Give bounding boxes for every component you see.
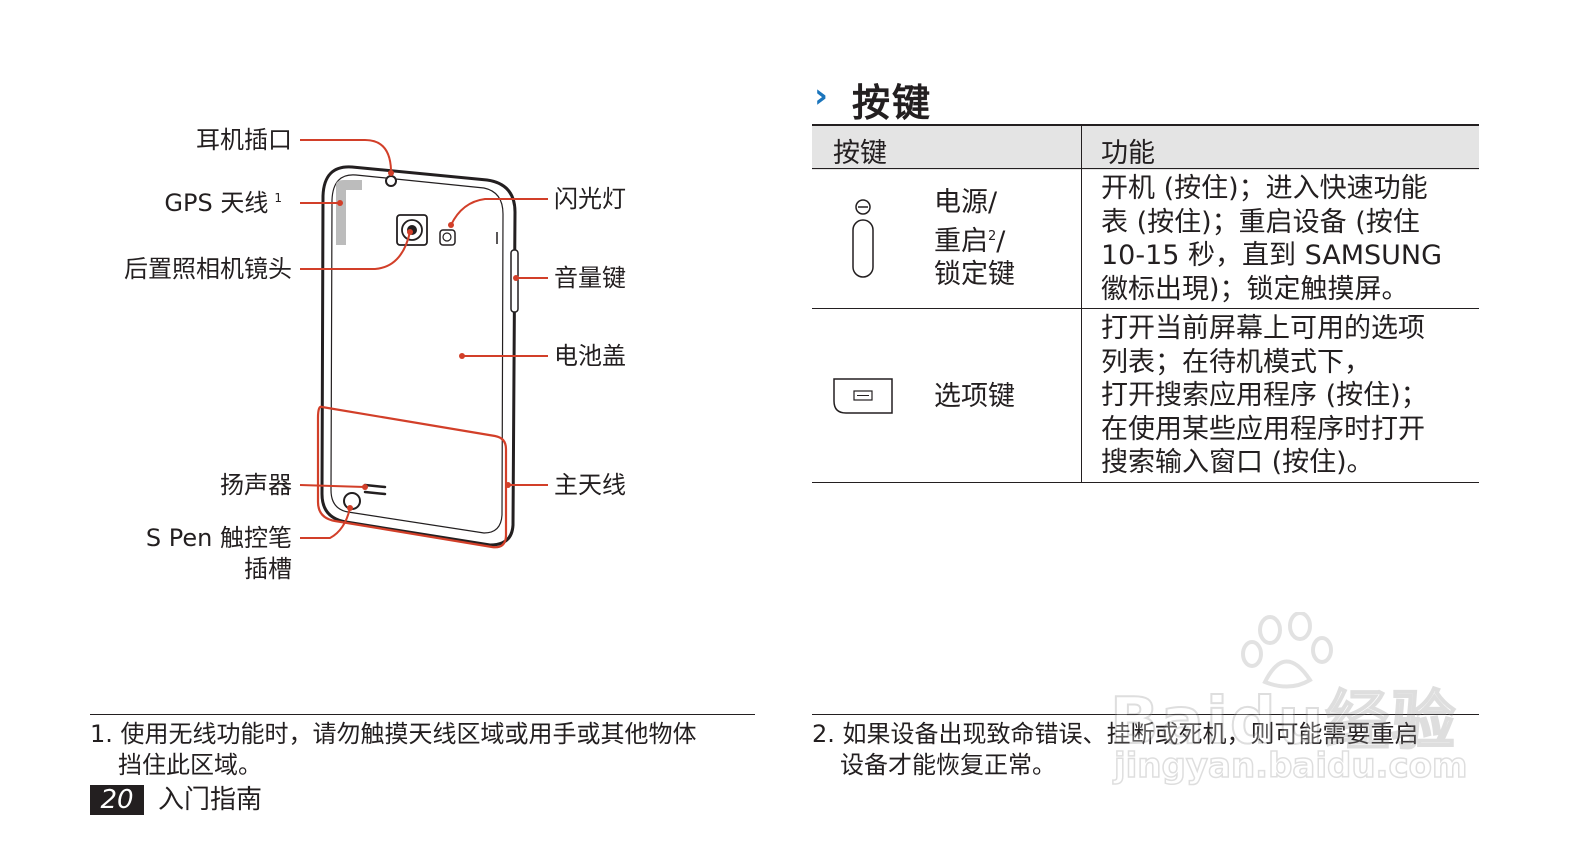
table-bottom-border <box>812 482 1479 483</box>
page-number: 20 <box>90 785 144 815</box>
table-header: 按键 功能 <box>812 124 1479 170</box>
label-spen-slot-line2: 插槽 <box>244 555 292 583</box>
label-rear-camera: 后置照相机镜头 <box>124 255 292 283</box>
volume-key-shape <box>510 249 519 313</box>
phone-rear-diagram <box>299 139 548 549</box>
label-flash: 闪光灯 <box>554 185 626 213</box>
watermark-brand: Baidu经验 <box>1109 684 1458 760</box>
label-speaker: 扬声器 <box>220 471 292 499</box>
gps-antenna-area <box>336 180 362 245</box>
column-divider <box>1081 124 1082 482</box>
label-main-antenna: 主天线 <box>554 471 626 499</box>
footnote-2: 2. 如果设备出现致命错误、挂断或死机，则可能需要重启 设备才能恢复正常。 <box>812 720 1419 779</box>
label-battery-cover: 电池盖 <box>554 342 626 370</box>
speaker-grille <box>363 483 387 496</box>
header-key: 按键 <box>833 138 887 169</box>
key-function: 打开当前屏幕上可用的选项 列表；在待机模式下， 打开搜索应用程序 (按住)； 在… <box>1101 313 1428 478</box>
key-name: 选项键 <box>934 381 1015 412</box>
header-divider <box>812 168 1479 169</box>
chapter-label: 入门指南 <box>158 785 263 815</box>
paw-logo-icon <box>1241 612 1333 689</box>
keys-table: 按键 功能 电源/ 重启2/ 锁定键 开机 (按住)；进入快速功能 表 (按住)… <box>812 124 1479 484</box>
main-antenna-region <box>316 405 508 549</box>
footnote-1: 1. 使用无线功能时，请勿触摸天线区域或用手或其他物体 挡住此区域。 <box>90 720 697 779</box>
section-title: 按键 <box>852 81 933 125</box>
baidu-watermark: Baidu经验 jingyan.baidu.com <box>1109 612 1480 792</box>
watermark-url: jingyan.baidu.com <box>1113 745 1468 787</box>
row-divider <box>812 308 1479 309</box>
key-name: 电源/ 重启2/ 锁定键 <box>934 187 1015 290</box>
phone-body-inner <box>330 174 504 534</box>
footnote-rule-left <box>90 714 755 715</box>
label-spen-slot: S Pen 触控笔 <box>145 524 292 552</box>
header-function: 功能 <box>1101 138 1155 169</box>
power-key-icon <box>852 199 874 278</box>
footnote-rule-right <box>812 714 1479 715</box>
label-headset-jack: 耳机插口 <box>196 126 292 154</box>
section-chevron-icon: › <box>814 76 829 116</box>
phone-body-outline <box>320 165 517 547</box>
label-volume-key: 音量键 <box>554 264 626 292</box>
key-function: 开机 (按住)；进入快速功能 表 (按住)；重启设备 (按住 10-15 秒，直… <box>1101 173 1443 305</box>
headset-jack-shape <box>385 175 397 187</box>
menu-key-icon <box>833 378 893 414</box>
